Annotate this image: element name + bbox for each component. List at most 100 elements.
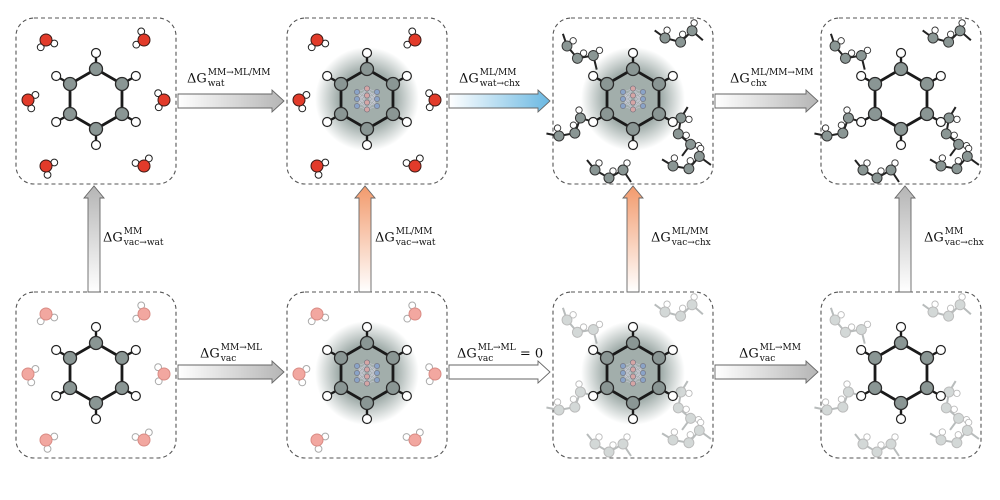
hydrogen-atom	[863, 46, 872, 55]
hydrogen-atom	[51, 70, 62, 82]
carbon-atom	[857, 438, 869, 450]
hydrogen-atom	[946, 30, 955, 38]
oxygen-atom	[310, 307, 324, 321]
hydrogen-atom	[863, 159, 871, 167]
hydrogen-atom	[954, 431, 962, 439]
hydrogen-atom	[43, 444, 52, 453]
hydrogen-atom	[579, 323, 588, 331]
cyclohexane-fragment	[561, 33, 604, 70]
water-molecule	[39, 158, 59, 179]
carbon-atom	[954, 25, 966, 37]
carbon-atom	[867, 350, 883, 366]
carbon-atom	[88, 61, 104, 77]
oxygen-atom	[408, 433, 422, 447]
hydrogen-atom	[895, 47, 907, 59]
hydrogen-atom	[90, 321, 102, 333]
carbon-atom	[385, 350, 401, 366]
hydrogen-atom	[678, 30, 687, 38]
hydrogen-atom	[575, 380, 583, 388]
hydrogen-atom	[667, 390, 678, 402]
hydrogen-atom	[667, 70, 678, 82]
hydrogen-atom	[51, 344, 62, 356]
nn-node	[354, 89, 360, 95]
cyclohexane-fragment	[814, 106, 863, 142]
water-molecule	[36, 307, 59, 326]
carbon-atom	[842, 112, 854, 124]
hydrogen-atom	[130, 344, 141, 356]
oxygen-atom	[428, 93, 442, 107]
carbon-atom	[599, 76, 615, 92]
carbon-atom	[821, 404, 833, 416]
carbon-atom	[625, 335, 641, 351]
carbon-atom	[333, 76, 349, 92]
nn-node	[364, 106, 370, 113]
hydrogen-atom	[682, 131, 690, 139]
carbon-atom	[114, 76, 130, 92]
nn-node	[630, 85, 636, 92]
hydrogen-atom	[595, 46, 604, 55]
hydrogen-atom	[954, 157, 962, 165]
hydrogen-atom	[569, 395, 578, 403]
oxygen-atom	[428, 367, 442, 381]
carbon-atom	[867, 76, 883, 92]
carbon-atom	[686, 299, 698, 311]
carbon-atom	[651, 76, 667, 92]
hydrogen-atom	[931, 26, 939, 34]
hydrogen-atom	[579, 49, 588, 57]
carbon-atom	[867, 380, 883, 396]
oxygen-atom	[310, 433, 324, 447]
carbon-atom	[672, 128, 684, 140]
carbon-atom	[837, 401, 849, 413]
hydrogen-atom	[690, 19, 698, 27]
hydrogen-atom	[322, 70, 333, 82]
hydrogen-atom	[837, 395, 846, 403]
arrow-vertical-2	[354, 185, 376, 293]
nn-node	[364, 92, 370, 99]
nn-node	[640, 377, 646, 383]
hydrogen-atom	[895, 321, 907, 333]
cyclohexane-fragment	[929, 418, 980, 449]
hydrogen-atom	[682, 405, 690, 413]
hydrogen-atom	[877, 167, 885, 175]
simulation-box	[15, 17, 177, 185]
carbon-atom	[333, 106, 349, 122]
panel-top-mm-cyclohexane	[814, 17, 982, 185]
cyclohexane-fragment	[654, 293, 704, 322]
carbon-atom	[625, 121, 641, 137]
hydrogen-atom	[931, 300, 939, 308]
cyclohexane-fragment	[561, 307, 604, 344]
nn-node	[630, 366, 636, 373]
oxygen-atom	[137, 33, 151, 47]
carbon-atom	[821, 130, 833, 142]
hydrogen-atom	[425, 377, 434, 386]
hydrogen-atom	[685, 115, 693, 124]
carbon-atom	[587, 50, 599, 62]
arrow-top-1	[177, 88, 285, 114]
hydrogen-atom	[965, 418, 973, 427]
hydrogen-atom	[877, 441, 885, 449]
hydrogen-atom	[670, 154, 679, 162]
nn-node	[620, 370, 626, 376]
water-molecule	[307, 33, 330, 52]
hydrogen-atom	[553, 398, 562, 406]
hydrogen-atom	[322, 344, 333, 356]
nn-node	[354, 103, 360, 109]
water-molecule	[403, 27, 422, 49]
oxygen-atom	[408, 33, 422, 47]
hydrogen-atom	[361, 139, 373, 151]
hydrogen-atom	[575, 106, 583, 114]
carbon-atom	[685, 412, 697, 424]
hydrogen-atom	[891, 433, 899, 441]
hydrogen-atom	[895, 139, 907, 151]
carbon-atom	[617, 164, 629, 176]
oxygen-atom	[310, 159, 324, 173]
carbon-atom	[359, 335, 375, 351]
oxygen-atom	[39, 433, 53, 447]
carbon-atom	[599, 350, 615, 366]
arrow-bottom-2	[448, 359, 551, 385]
carbon-atom	[659, 32, 671, 44]
nn-node	[364, 380, 370, 387]
